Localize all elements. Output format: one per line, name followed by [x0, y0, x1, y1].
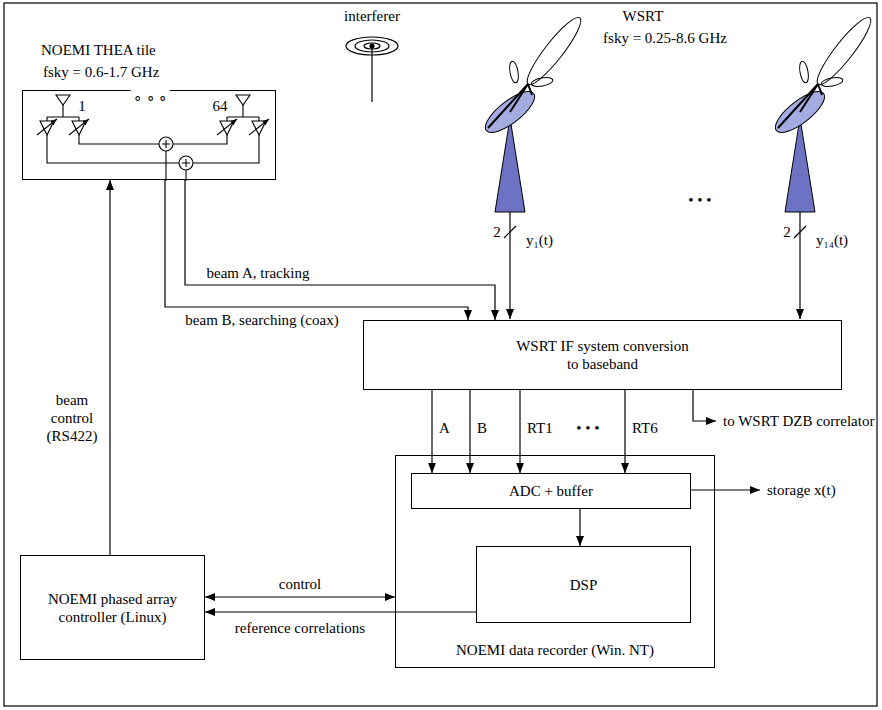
ellipsis: • • •	[686, 191, 713, 209]
signal-name: y₁₄(t)	[814, 231, 850, 249]
connector	[165, 180, 468, 320]
connector-label: reference correlations	[233, 619, 367, 637]
connector-label: beam B, searching (coax)	[183, 311, 340, 329]
box-label: NOEMI phased array controller (Linux)	[38, 590, 188, 626]
adc-box: ADC + buffer	[411, 473, 691, 509]
connector-label: B	[475, 419, 489, 437]
connector	[185, 180, 495, 320]
annotation: interferer	[342, 7, 402, 25]
signal-name: y₁(t)	[524, 231, 555, 249]
ellipsis: ∘ ∘ ∘	[131, 89, 170, 107]
array-name: WSRT	[621, 7, 666, 25]
signal-wire	[504, 212, 806, 490]
connector	[469, 390, 470, 473]
connector-label: RT1	[525, 419, 555, 437]
connector	[431, 390, 432, 473]
wire-count: 2	[491, 223, 503, 241]
data-recorder-box: NOEMI data recorder (Win. NT) ADC + buffe…	[395, 455, 715, 668]
connector	[205, 596, 395, 597]
dish-antenna	[770, 12, 877, 212]
output-note: to WSRT DZB correlator	[721, 412, 876, 430]
element-number: 1	[76, 97, 88, 115]
connector-label: beam A, tracking	[205, 264, 312, 282]
box-label: ADC + buffer	[509, 482, 593, 500]
element-number: 64	[211, 97, 230, 115]
connector	[109, 180, 110, 555]
connector	[624, 390, 625, 473]
interferer-symbol	[346, 37, 398, 102]
dish-antenna	[480, 12, 587, 212]
output-note: storage x(t)	[765, 481, 838, 499]
frequency-range: fsky = 0.6-1.7 GHz	[43, 63, 159, 81]
outer-frame	[4, 3, 877, 706]
connector-label: control	[277, 575, 324, 593]
connector-label: A	[437, 419, 452, 437]
if-system-box: WSRT IF system conversion to baseband	[363, 320, 842, 390]
connector	[579, 509, 580, 546]
dsp-box: DSP	[476, 546, 691, 623]
box-label: DSP	[570, 576, 598, 594]
connector	[519, 390, 520, 473]
connector-label: RT6	[630, 419, 660, 437]
box-label: NOEMI data recorder (Win. NT)	[456, 641, 654, 659]
frequency-range: fsky = 0.25-8.6 GHz	[601, 29, 729, 47]
ellipsis: • • •	[574, 419, 601, 437]
connector	[205, 611, 476, 612]
wire-count: 2	[781, 223, 793, 241]
box-label: WSRT IF system conversion to baseband	[513, 337, 693, 373]
connector-label: beam control (RS422)	[38, 391, 106, 445]
tile-heading: NOEMI THEA tile	[41, 41, 156, 59]
controller-box: NOEMI phased array controller (Linux)	[20, 555, 205, 660]
